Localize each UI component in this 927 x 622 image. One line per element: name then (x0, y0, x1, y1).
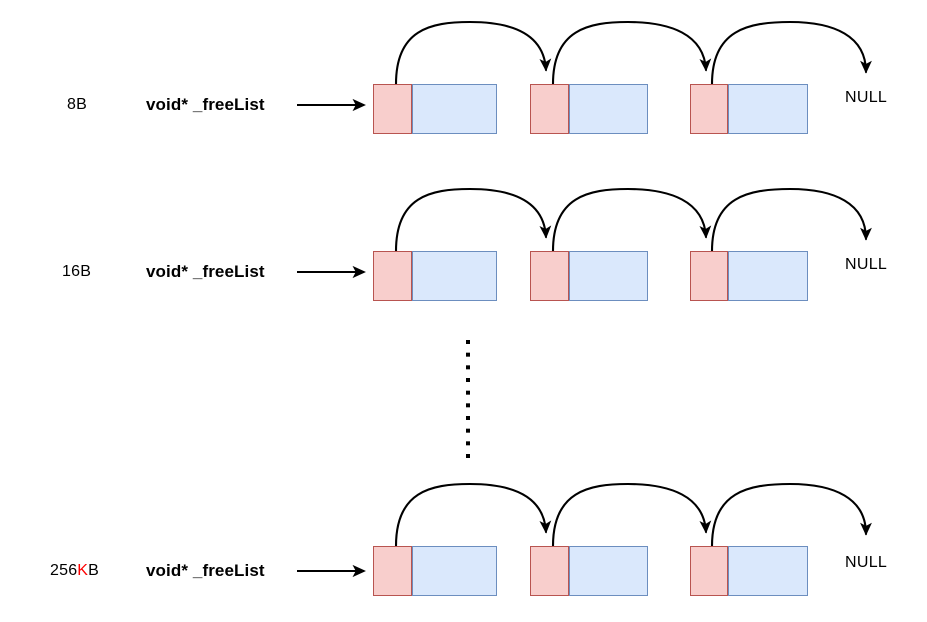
size-label-16b: 16B (62, 263, 91, 281)
node-payload-cell (569, 546, 648, 596)
ellipsis-dot (466, 416, 470, 420)
row-8b-arrows (297, 20, 872, 112)
node-payload-cell (728, 251, 808, 301)
ellipsis-dot (466, 403, 470, 408)
list-node[interactable] (373, 251, 497, 301)
size-label-256kb: 256KB (50, 562, 99, 580)
list-node[interactable] (373, 84, 497, 134)
list-node[interactable] (530, 84, 648, 134)
list-node[interactable] (690, 251, 808, 301)
link-arrow-256kb-1 (394, 482, 552, 548)
list-node[interactable] (690, 546, 808, 596)
node-next-pointer-cell (690, 546, 728, 596)
link-arrow-16b-null (710, 187, 872, 253)
node-next-pointer-cell (530, 546, 569, 596)
link-arrow-8b-1 (394, 20, 552, 86)
node-payload-cell (728, 84, 808, 134)
link-arrow-256kb-2 (551, 482, 712, 548)
ellipsis-dot (466, 428, 470, 433)
node-next-pointer-cell (373, 251, 412, 301)
row-16b-arrows (297, 187, 872, 279)
node-next-pointer-cell (530, 251, 569, 301)
node-payload-cell (412, 84, 497, 134)
size-prefix: 256 (50, 562, 78, 579)
node-payload-cell (412, 546, 497, 596)
ellipsis-dot (466, 441, 470, 446)
ellipsis-dot (466, 378, 470, 382)
size-label-8b: 8B (67, 96, 87, 114)
row-256kb-arrows (297, 482, 872, 578)
list-node[interactable] (530, 546, 648, 596)
list-node[interactable] (690, 84, 808, 134)
node-payload-cell (569, 251, 648, 301)
ellipsis-dot (466, 365, 470, 370)
link-arrow-8b-2 (551, 20, 712, 86)
node-next-pointer-cell (690, 84, 728, 134)
node-payload-cell (569, 84, 648, 134)
freelist-label-16b: void* _freeList (146, 262, 265, 281)
list-node[interactable] (373, 546, 497, 596)
size-suffix: B (88, 562, 100, 579)
link-arrow-16b-1 (394, 187, 552, 253)
null-label-8b: NULL (845, 89, 888, 106)
link-arrow-8b-null (710, 20, 872, 86)
node-next-pointer-cell (373, 546, 412, 596)
freelist-label-256kb: void* _freeList (146, 561, 265, 580)
node-next-pointer-cell (373, 84, 412, 134)
link-arrow-256kb-null (710, 482, 872, 548)
size-suffix: B (76, 96, 87, 113)
node-payload-cell (412, 251, 497, 301)
vertical-ellipsis (466, 340, 470, 458)
null-label-16b: NULL (845, 256, 888, 273)
node-next-pointer-cell (530, 84, 569, 134)
size-prefix: 16 (62, 263, 81, 280)
ellipsis-dot (466, 340, 470, 344)
size-prefix: 8 (67, 96, 77, 113)
null-label-256kb: NULL (845, 554, 888, 571)
ellipsis-dot (466, 390, 470, 395)
link-arrow-16b-2 (551, 187, 712, 253)
node-next-pointer-cell (690, 251, 728, 301)
node-payload-cell (728, 546, 808, 596)
list-node[interactable] (530, 251, 648, 301)
freelist-label-8b: void* _freeList (146, 95, 265, 114)
size-highlight: K (77, 562, 89, 579)
size-suffix: B (80, 263, 92, 280)
ellipsis-dot (466, 352, 470, 357)
ellipsis-dot (466, 454, 470, 458)
